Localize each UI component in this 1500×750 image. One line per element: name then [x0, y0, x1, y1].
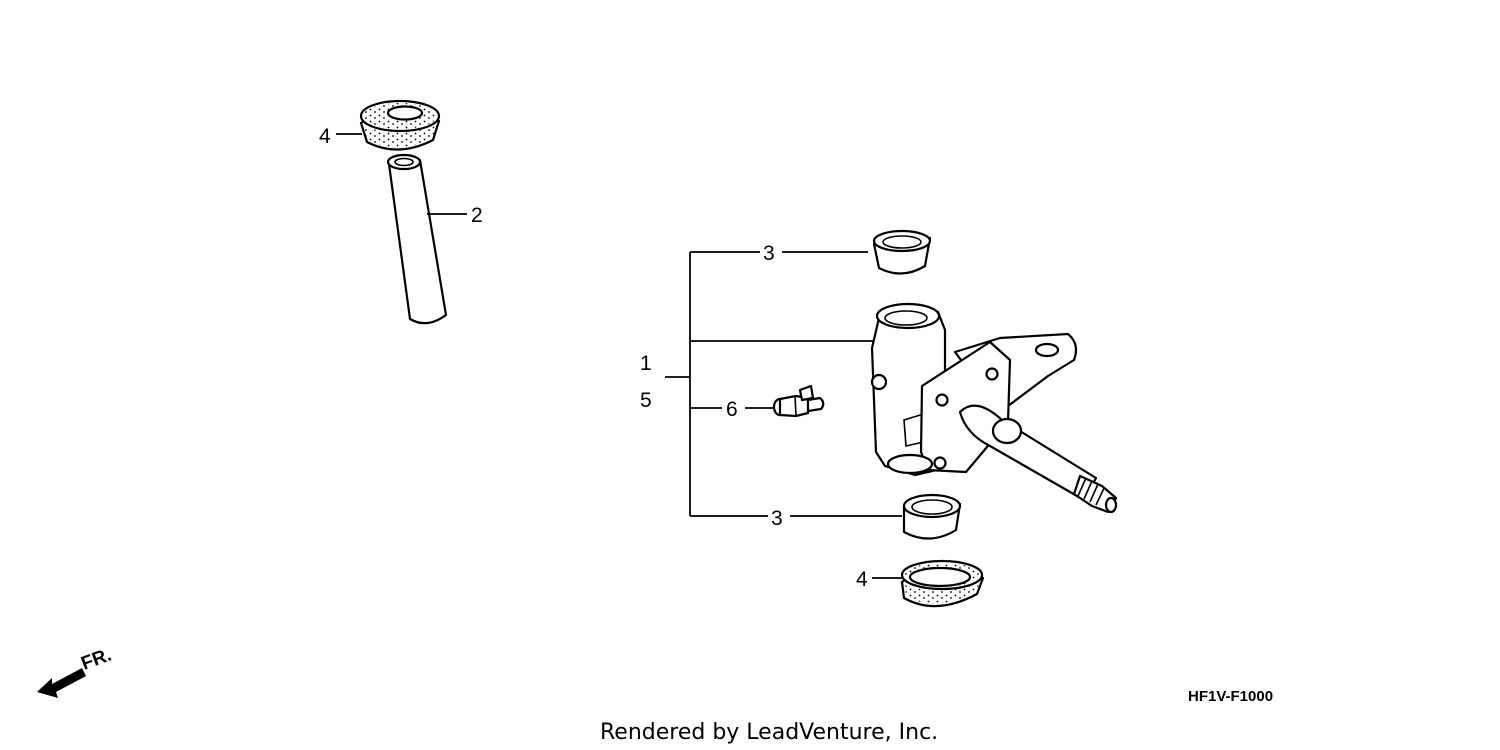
pipe[interactable]: [386, 153, 448, 325]
callout-number: 4: [856, 568, 868, 591]
callout-bushing-upper: 3: [763, 242, 775, 265]
grease-fitting[interactable]: [772, 384, 825, 418]
front-direction-indicator: FR.: [37, 644, 114, 698]
bushing-lower[interactable]: [902, 493, 962, 540]
oil-seal-top[interactable]: [359, 99, 441, 151]
diagram-code: HF1V-F1000: [1188, 688, 1273, 705]
direction-label: FR.: [79, 644, 115, 674]
callout-number: 4: [319, 125, 331, 148]
callout-grease-fitting: 6: [726, 398, 738, 421]
oil-seal-bottom[interactable]: [900, 559, 985, 608]
callout-assembly-1: 1: [640, 352, 652, 375]
knuckle-spindle-assembly[interactable]: [870, 302, 1118, 514]
callout-seal-top: 4: [319, 125, 362, 148]
direction-arrow-icon: [37, 668, 86, 698]
callout-bushing-lower: 3: [771, 507, 783, 530]
callout-assembly-5: 5: [640, 389, 652, 412]
callout-number: 2: [471, 204, 483, 227]
callout-seal-bottom: 4: [856, 568, 903, 591]
assembly-bracket: [665, 251, 902, 517]
bushing-upper[interactable]: [872, 229, 932, 275]
callout-pipe: 2: [427, 204, 483, 227]
footer-credit: Rendered by LeadVenture, Inc.: [600, 720, 938, 745]
